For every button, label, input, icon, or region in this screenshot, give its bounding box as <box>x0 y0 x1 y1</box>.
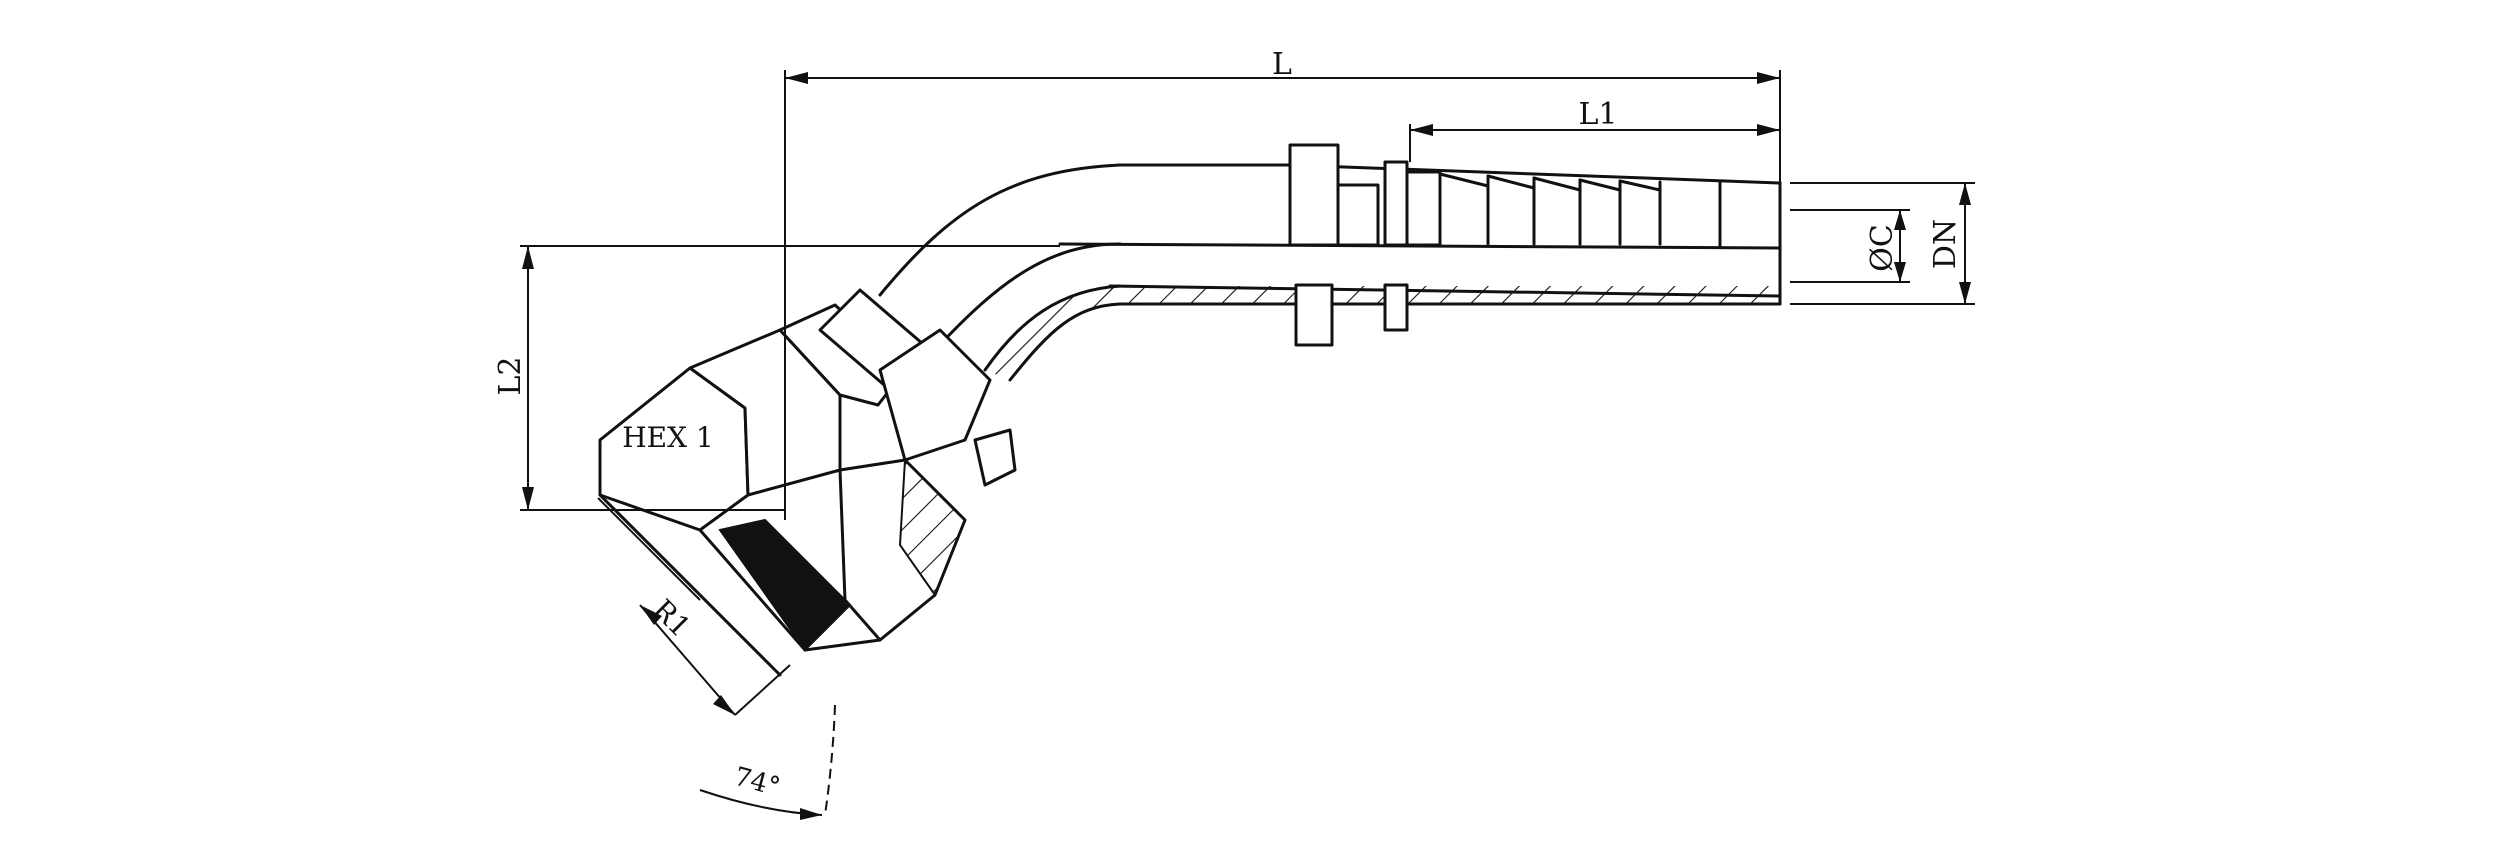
collar-flange <box>1288 143 1340 247</box>
dimension-L2: L2 <box>493 245 1060 511</box>
dimension-L: L <box>784 47 1781 520</box>
label-L: L <box>1272 47 1292 82</box>
label-L1: L1 <box>1578 97 1617 132</box>
dimension-angle: 74° <box>699 704 836 820</box>
dimension-bore: ØC <box>1790 209 1910 283</box>
label-bore: ØC <box>1865 224 1900 272</box>
label-hex: HEX 1 <box>622 421 714 454</box>
hose-tail <box>1058 143 1782 347</box>
label-DN: DN <box>1928 219 1963 269</box>
swivel-nut <box>598 288 1017 677</box>
label-L2: L2 <box>493 356 528 395</box>
thread-insert <box>718 518 852 652</box>
label-R1: R1 <box>646 593 697 644</box>
collar-flange-lower <box>1294 283 1334 347</box>
bent-tube <box>878 163 1122 382</box>
dimension-DN: DN <box>1790 182 1975 305</box>
tail-barbs <box>1438 172 1722 248</box>
dimension-L1: L1 <box>1409 97 1780 162</box>
label-angle: 74° <box>731 762 783 803</box>
